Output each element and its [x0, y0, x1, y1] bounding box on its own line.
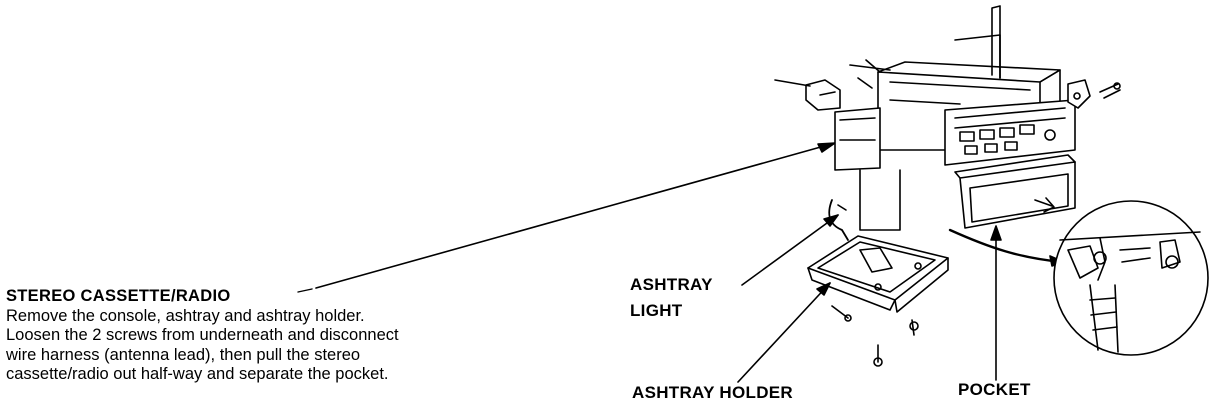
ashtray-holder-leader	[737, 282, 831, 383]
description-line-4: cassette/radio out half-way and separate…	[6, 365, 389, 383]
pocket-arrowhead	[990, 225, 1002, 241]
description-line-2: Loosen the 2 screws from underneath and …	[6, 326, 399, 344]
pocket-part	[954, 154, 1076, 229]
side-bracket-screw	[1067, 79, 1121, 109]
stereo-description: STEREO CASSETTE/RADIO Remove the console…	[6, 287, 399, 385]
stereo-leader-line	[315, 142, 836, 289]
stereo-leader-dashes	[297, 288, 313, 293]
connector-assembly	[774, 59, 891, 111]
ashtray-light-leader	[741, 214, 839, 286]
stereo-cassette-radio-label: STEREO CASSETTE/RADIO	[6, 287, 231, 305]
ashtray-holder-label: ASHTRAY HOLDER	[632, 383, 794, 402]
pocket-label: POCKET	[958, 380, 1031, 399]
pull-arrow	[1034, 197, 1055, 213]
ashtray-light-label-line2: LIGHT	[630, 301, 683, 320]
inset-arc-arrow	[948, 228, 1064, 264]
detail-inset	[1053, 200, 1209, 356]
ashtray-light-label-line1: ASHTRAY	[630, 275, 713, 294]
stereo-arrowhead	[817, 142, 836, 153]
stereo-cassette-radio-unit	[877, 61, 1076, 166]
description-line-1: Remove the console, ashtray and ashtray …	[6, 306, 365, 325]
ashtray-holder-part	[807, 235, 949, 367]
ashtray-light-wire	[828, 199, 849, 241]
description-line-3: wire harness (antenna lead), then pull t…	[6, 345, 361, 364]
rear-housing	[834, 107, 881, 171]
